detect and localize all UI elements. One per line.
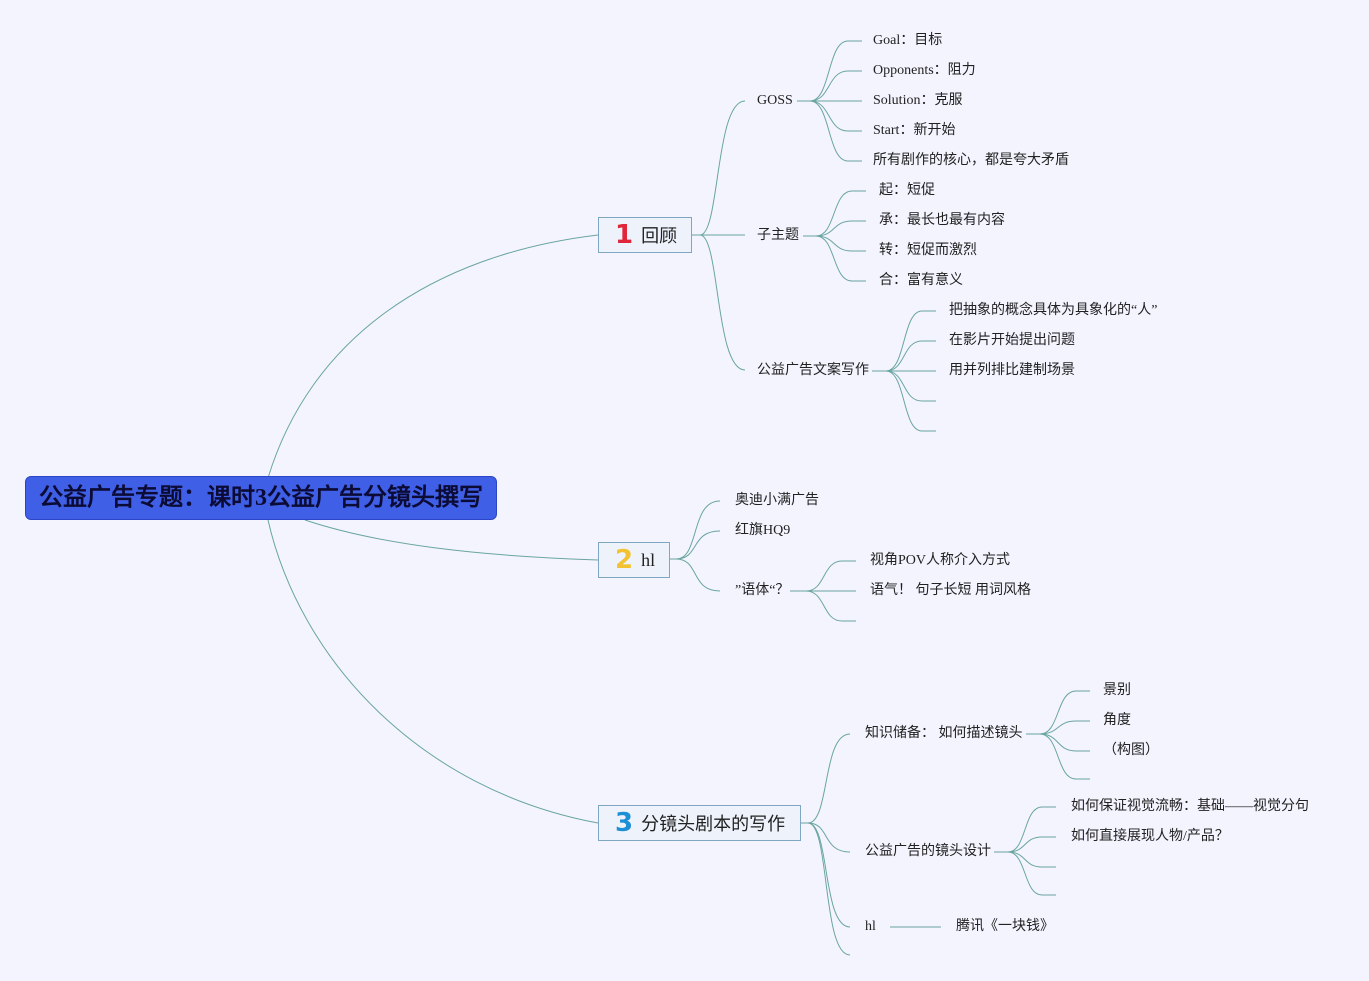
subtheme-1 — [815, 220, 866, 237]
subtopic-goss[interactable]: GOSS — [757, 93, 793, 108]
branch-topic-1[interactable]: 1 回顾 — [598, 217, 692, 253]
b3-sub-3 — [807, 822, 851, 956]
goss-1 — [809, 70, 862, 102]
knowledge-0 — [1039, 690, 1090, 735]
leaf-raise-question[interactable]: 在影片开始提出问题 — [949, 333, 1075, 348]
knowledge-1 — [1039, 720, 1090, 735]
subtopic-shot-design[interactable]: 公益广告的镜头设计 — [865, 844, 991, 859]
number-1-icon: 1 — [615, 220, 634, 250]
copy-4 — [885, 370, 936, 432]
copy-0 — [885, 310, 936, 372]
leaf-cheng[interactable]: 承：最长也最有内容 — [879, 213, 1005, 228]
root-topic[interactable]: 公益广告专题：课时3公益广告分镜头撰写 — [25, 476, 497, 520]
b2-sub-1 — [675, 530, 721, 560]
branch-topic-label: 回顾 — [641, 226, 678, 247]
b3-sub-2 — [807, 822, 851, 928]
branch-topic-3[interactable]: 3 分镜头剧本的写作 — [598, 805, 801, 841]
leaf-he[interactable]: 合：富有意义 — [879, 273, 963, 288]
subtopic-subtheme[interactable]: 子主题 — [757, 228, 799, 243]
b3-sub-1 — [807, 822, 851, 853]
root-connector-3 — [267, 519, 599, 824]
subtopic-hl[interactable]: hl — [865, 919, 876, 934]
goss-3 — [809, 100, 862, 132]
subtopic-style[interactable]: ”语体“？ — [735, 583, 790, 598]
leaf-pov[interactable]: 视角POV人称介入方式 — [870, 553, 1011, 568]
b2-sub-2 — [675, 558, 721, 592]
root-connector-1 — [267, 234, 599, 479]
subtheme-2 — [815, 235, 866, 252]
leaf-opponents[interactable]: Opponents：阻力 — [873, 63, 976, 78]
subtheme-0 — [815, 190, 866, 237]
leaf-qi[interactable]: 起：短促 — [879, 183, 935, 198]
subtopic-hongqi[interactable]: 红旗HQ9 — [735, 523, 791, 538]
branch-topic-label: 分镜头剧本的写作 — [641, 814, 786, 835]
style-0 — [805, 560, 856, 592]
b1-sub-2 — [699, 234, 746, 371]
leaf-start[interactable]: Start：新开始 — [873, 123, 956, 138]
number-3-icon: 3 — [615, 808, 634, 838]
goss-4 — [809, 100, 862, 162]
branch-topic-label: hl — [641, 549, 656, 570]
leaf-composition[interactable]: （构图） — [1103, 743, 1159, 758]
subtopic-knowledge[interactable]: 知识储备： 如何描述镜头 — [865, 726, 1023, 741]
copy-1 — [885, 340, 936, 372]
knowledge-2 — [1039, 733, 1090, 752]
b2-sub-0 — [675, 500, 721, 560]
subtopic-copywriting[interactable]: 公益广告文案写作 — [757, 363, 869, 378]
copy-3 — [885, 370, 936, 402]
b1-sub-0 — [699, 100, 746, 236]
leaf-solution[interactable]: Solution：克服 — [873, 93, 963, 108]
root-connector-2 — [304, 519, 599, 561]
leaf-parallel-scenes[interactable]: 用并列排比建制场景 — [949, 363, 1075, 378]
knowledge-3 — [1039, 733, 1090, 780]
design-2 — [1007, 851, 1056, 868]
leaf-zhuan[interactable]: 转：短促而激烈 — [879, 243, 977, 258]
leaf-show-product[interactable]: 如何直接展现人物/产品？ — [1071, 829, 1229, 844]
leaf-goal[interactable]: Goal：目标 — [873, 33, 943, 48]
leaf-core-conflict[interactable]: 所有剧作的核心，都是夸大矛盾 — [873, 153, 1069, 168]
subtopic-audi[interactable]: 奥迪小满广告 — [735, 493, 819, 508]
leaf-tone[interactable]: 语气！ 句子长短 用词风格 — [870, 583, 1031, 598]
number-2-icon: 2 — [615, 545, 634, 575]
leaf-shot-size[interactable]: 景别 — [1103, 683, 1131, 698]
b3-sub-0 — [807, 733, 851, 824]
branch-topic-2[interactable]: 2 hl — [598, 542, 670, 578]
leaf-abstract-concrete[interactable]: 把抽象的概念具体为具象化的“人” — [949, 303, 1158, 318]
leaf-angle[interactable]: 角度 — [1103, 713, 1131, 728]
design-1 — [1007, 836, 1056, 853]
design-0 — [1007, 806, 1056, 853]
goss-0 — [809, 40, 862, 102]
style-2 — [805, 590, 856, 622]
leaf-visual-flow[interactable]: 如何保证视觉流畅：基础——视觉分句 — [1071, 799, 1309, 814]
subtheme-3 — [815, 235, 866, 282]
design-3 — [1007, 851, 1056, 896]
leaf-tencent[interactable]: 腾讯《一块钱》 — [956, 919, 1054, 934]
